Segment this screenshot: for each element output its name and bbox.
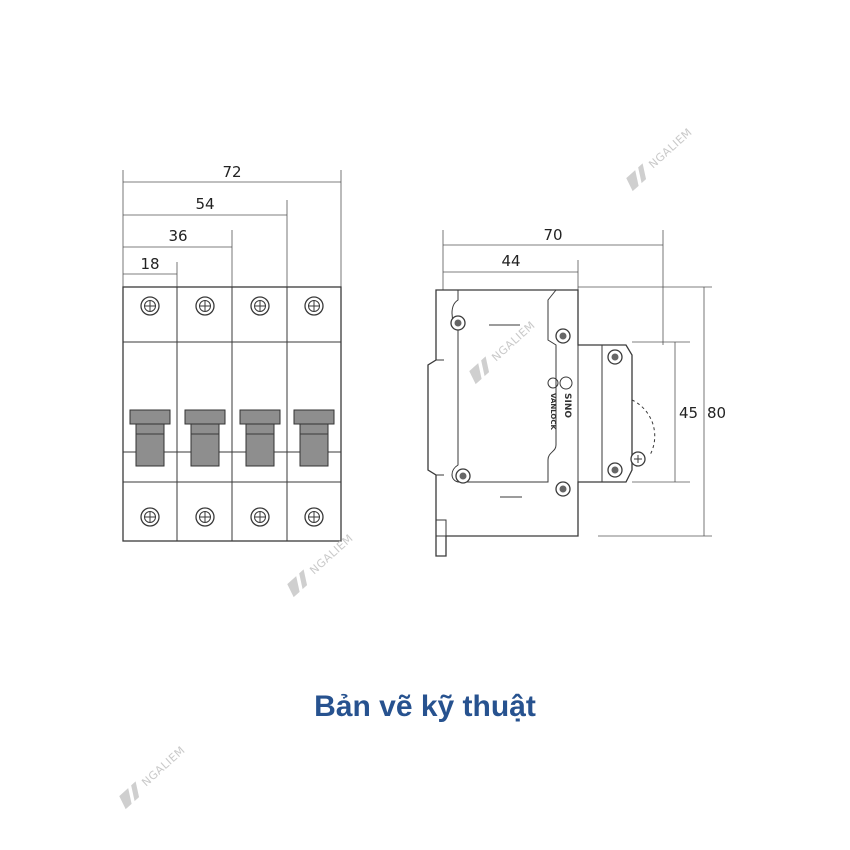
breaker-body-side	[427, 289, 633, 557]
front-dimensions: 72 54 36 18	[122, 163, 342, 287]
front-view: 72 54 36 18	[122, 163, 342, 542]
watermark-4: NGALIEM	[119, 744, 188, 810]
front-screws-top	[140, 296, 324, 316]
dim-18: 18	[140, 255, 159, 273]
dim-80: 80	[707, 404, 726, 422]
front-toggle-handles	[129, 409, 335, 467]
dim-72: 72	[222, 163, 241, 181]
dim-54: 54	[195, 195, 214, 213]
brand-label-vanlock: VANLOCK	[549, 393, 557, 431]
dim-70: 70	[543, 226, 562, 244]
side-view: 70 44 45 80 SINO	[427, 226, 726, 557]
watermark-text: NGALIEM	[646, 126, 695, 172]
front-screws-bottom	[140, 507, 324, 527]
dim-45: 45	[679, 404, 698, 422]
brand-label: SINO VANLOCK	[547, 376, 573, 431]
side-dimensions: 70 44 45 80	[442, 226, 726, 537]
side-screws	[450, 315, 646, 497]
dim-36: 36	[168, 227, 187, 245]
watermark-1: NGALIEM	[626, 126, 695, 192]
watermark-text: NGALIEM	[139, 744, 188, 790]
caption-title: Bản vẽ kỹ thuật	[314, 690, 536, 723]
dim-44: 44	[501, 252, 520, 270]
toggle-swing-arc	[631, 399, 656, 456]
brand-label-sino: SINO	[562, 393, 572, 418]
